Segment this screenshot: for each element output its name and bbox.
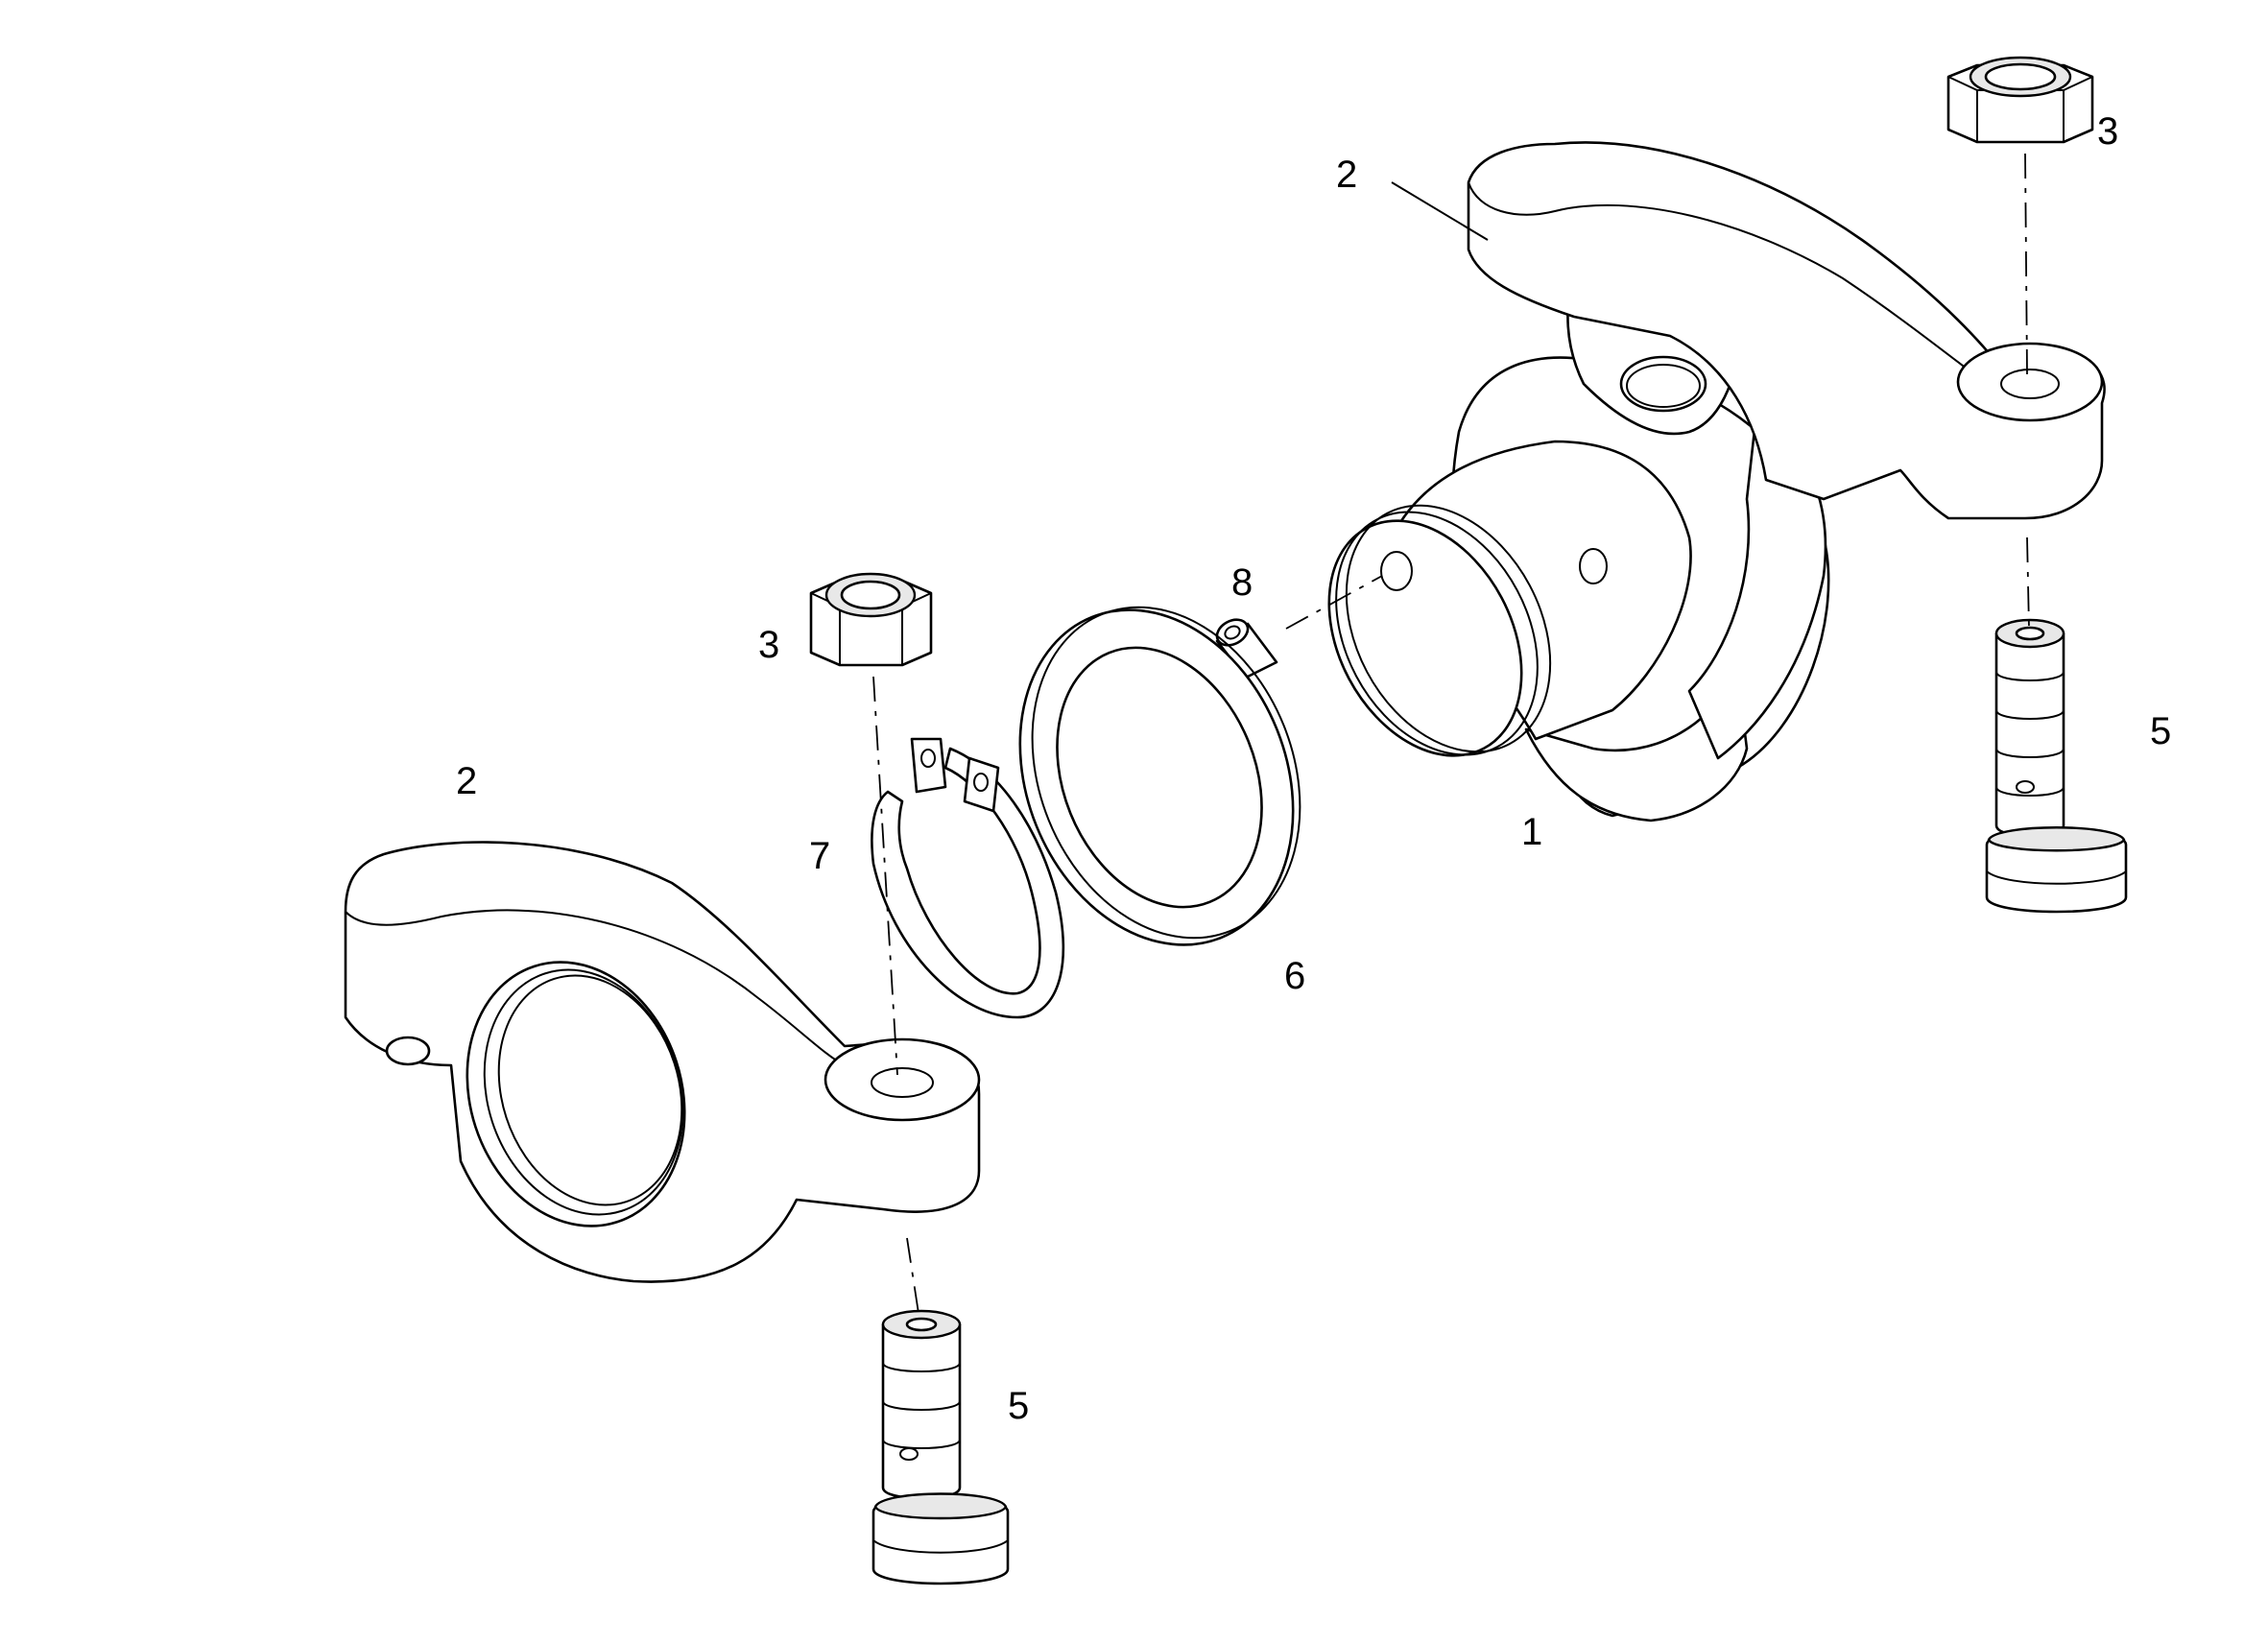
callouts: 1 2 2 3 3 5 5 6 7 8 bbox=[456, 110, 2171, 1427]
part-3-lower-hex-nut bbox=[809, 572, 933, 667]
part-2-upper-rocker-arm bbox=[1467, 141, 2106, 520]
callout-2-upper: 2 bbox=[1336, 154, 1357, 196]
assembly-centerlines bbox=[872, 153, 2030, 1321]
part-5-upper-adjusting-screw bbox=[1985, 618, 2128, 914]
part-5-lower-adjusting-screw bbox=[871, 1309, 1010, 1585]
callout-2-lower: 2 bbox=[456, 760, 477, 802]
part-6-thrust-washer bbox=[1018, 606, 1301, 946]
callout-7: 7 bbox=[809, 835, 830, 877]
callout-3-upper: 3 bbox=[2097, 110, 2118, 153]
callout-3-lower: 3 bbox=[758, 624, 779, 666]
callout-5-upper: 5 bbox=[2150, 710, 2171, 752]
callout-6: 6 bbox=[1284, 955, 1305, 997]
callout-8: 8 bbox=[1231, 561, 1253, 604]
callout-5-lower: 5 bbox=[1008, 1385, 1029, 1427]
part-7-snap-ring bbox=[871, 737, 1065, 1019]
callout-1: 1 bbox=[1521, 811, 1542, 853]
part-2-lower-rocker-arm bbox=[344, 841, 981, 1283]
leader-lines bbox=[1391, 181, 1489, 241]
part-3-upper-hex-nut bbox=[1946, 56, 2094, 144]
